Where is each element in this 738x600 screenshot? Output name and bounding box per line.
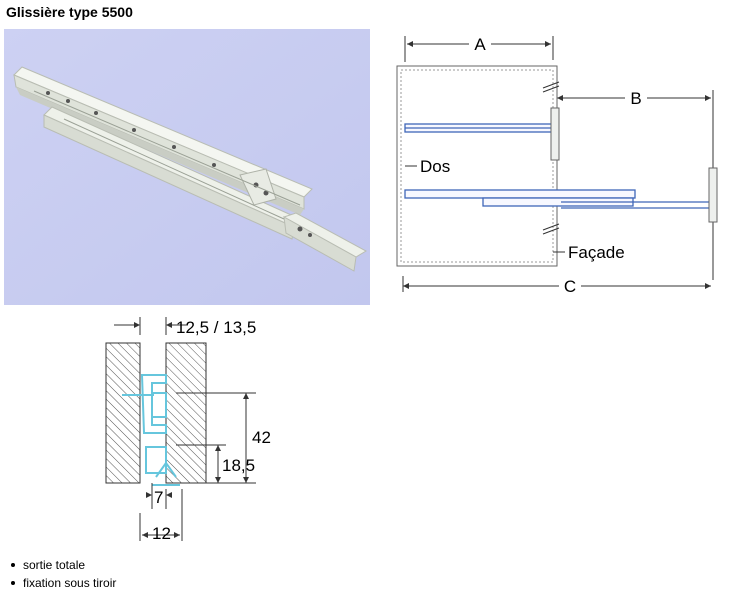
feature-list: sortie totale fixation sous tiroir xyxy=(11,556,116,592)
cross-section-diagram: 12,5 / 13,5 42 18,5 7 12 xyxy=(105,317,271,543)
label-dos: Dos xyxy=(420,157,450,176)
list-item: fixation sous tiroir xyxy=(11,574,116,592)
label-12: 12 xyxy=(152,524,171,543)
list-item: sortie totale xyxy=(11,556,116,574)
label-18-5: 18,5 xyxy=(222,456,255,475)
bullet-icon xyxy=(11,581,15,585)
label-7: 7 xyxy=(154,488,163,507)
label-b: B xyxy=(630,89,641,108)
label-gap: 12,5 / 13,5 xyxy=(176,318,256,337)
page-title: Glissière type 5500 xyxy=(6,4,133,20)
label-c: C xyxy=(564,277,576,296)
label-facade: Façade xyxy=(568,243,625,262)
product-photo xyxy=(4,29,370,305)
bullet-icon xyxy=(11,563,15,567)
label-42: 42 xyxy=(252,428,271,447)
side-view-diagram: A B C Dos Façade xyxy=(396,35,718,296)
feature-text: fixation sous tiroir xyxy=(23,576,117,590)
feature-text: sortie totale xyxy=(23,558,86,572)
label-a: A xyxy=(474,35,486,54)
